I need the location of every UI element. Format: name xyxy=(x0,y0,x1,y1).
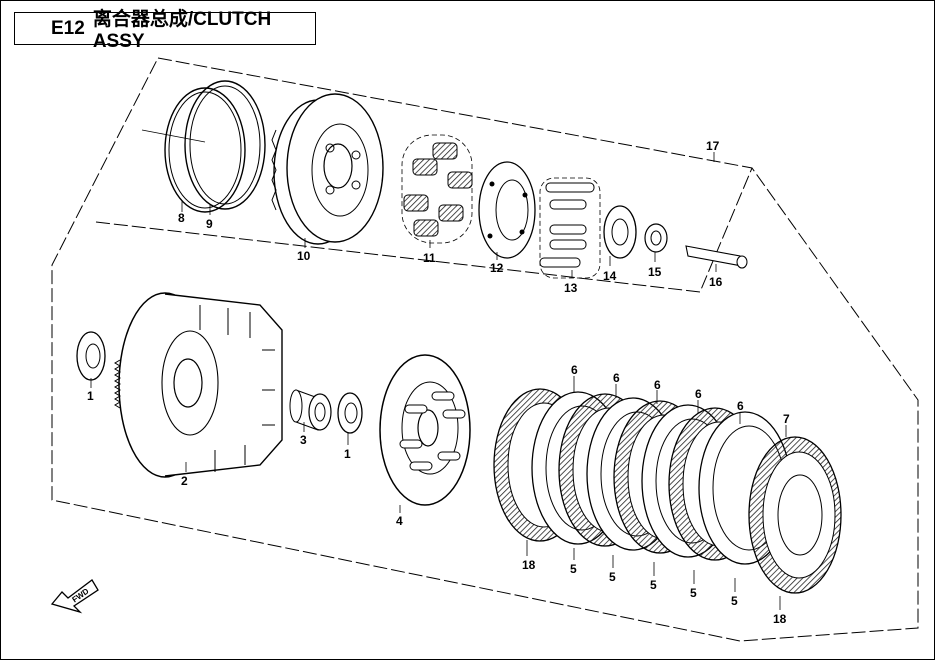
bolts-13 xyxy=(539,177,601,279)
callout-5e: 5 xyxy=(731,594,738,608)
callout-1a: 1 xyxy=(87,389,94,403)
diagram-code: E12 xyxy=(51,17,85,39)
thrust-washer-1 xyxy=(76,331,106,381)
callout-2: 2 xyxy=(181,474,188,488)
callout-6d: 6 xyxy=(695,387,702,401)
callout-6b: 6 xyxy=(613,371,620,385)
clutch-housing-2 xyxy=(114,292,283,478)
callout-17: 17 xyxy=(706,139,720,153)
callout-16: 16 xyxy=(709,275,723,289)
callout-5b: 5 xyxy=(609,570,616,584)
springs-11 xyxy=(401,134,473,244)
page-title: E12 离合器总成/CLUTCH ASSY xyxy=(14,9,316,52)
callout-7: 7 xyxy=(783,412,790,426)
bushing-3 xyxy=(289,389,332,431)
callout-15: 15 xyxy=(648,265,662,279)
diagram-title: 离合器总成/CLUTCH ASSY xyxy=(92,9,272,52)
upper-group-line xyxy=(95,167,753,293)
callout-14: 14 xyxy=(603,269,617,283)
callout-6c: 6 xyxy=(654,378,661,392)
thrust-washer-1b xyxy=(337,392,363,434)
callout-4: 4 xyxy=(396,514,403,528)
callout-13: 13 xyxy=(564,281,578,295)
callout-6e: 6 xyxy=(737,399,744,413)
ring-8 xyxy=(164,87,246,213)
callout-3: 3 xyxy=(300,433,307,447)
callout-18a: 18 xyxy=(522,558,536,572)
callout-18b: 18 xyxy=(773,612,787,626)
bearing-14 xyxy=(603,205,637,259)
callout-12: 12 xyxy=(490,261,504,275)
assembly-outline xyxy=(51,57,919,642)
friction-plate-18b xyxy=(748,436,842,594)
bearing-15 xyxy=(644,223,668,253)
callout-5d: 5 xyxy=(690,586,697,600)
push-rod-16 xyxy=(685,245,748,269)
clutch-center-4 xyxy=(379,354,471,506)
callout-10: 10 xyxy=(297,249,311,263)
clutch-hub-10 xyxy=(271,93,384,245)
callout-6a: 6 xyxy=(571,363,578,377)
lifter-plate-12 xyxy=(478,161,536,259)
ring-9 xyxy=(184,80,266,210)
fwd-arrow-icon: FWD xyxy=(50,579,99,614)
callout-11: 11 xyxy=(423,251,436,265)
callout-9: 9 xyxy=(206,217,213,231)
callout-8: 8 xyxy=(178,211,185,225)
clutch-plates xyxy=(493,388,842,594)
callout-5a: 5 xyxy=(570,562,577,576)
callout-5c: 5 xyxy=(650,578,657,592)
callout-1b: 1 xyxy=(344,447,351,461)
